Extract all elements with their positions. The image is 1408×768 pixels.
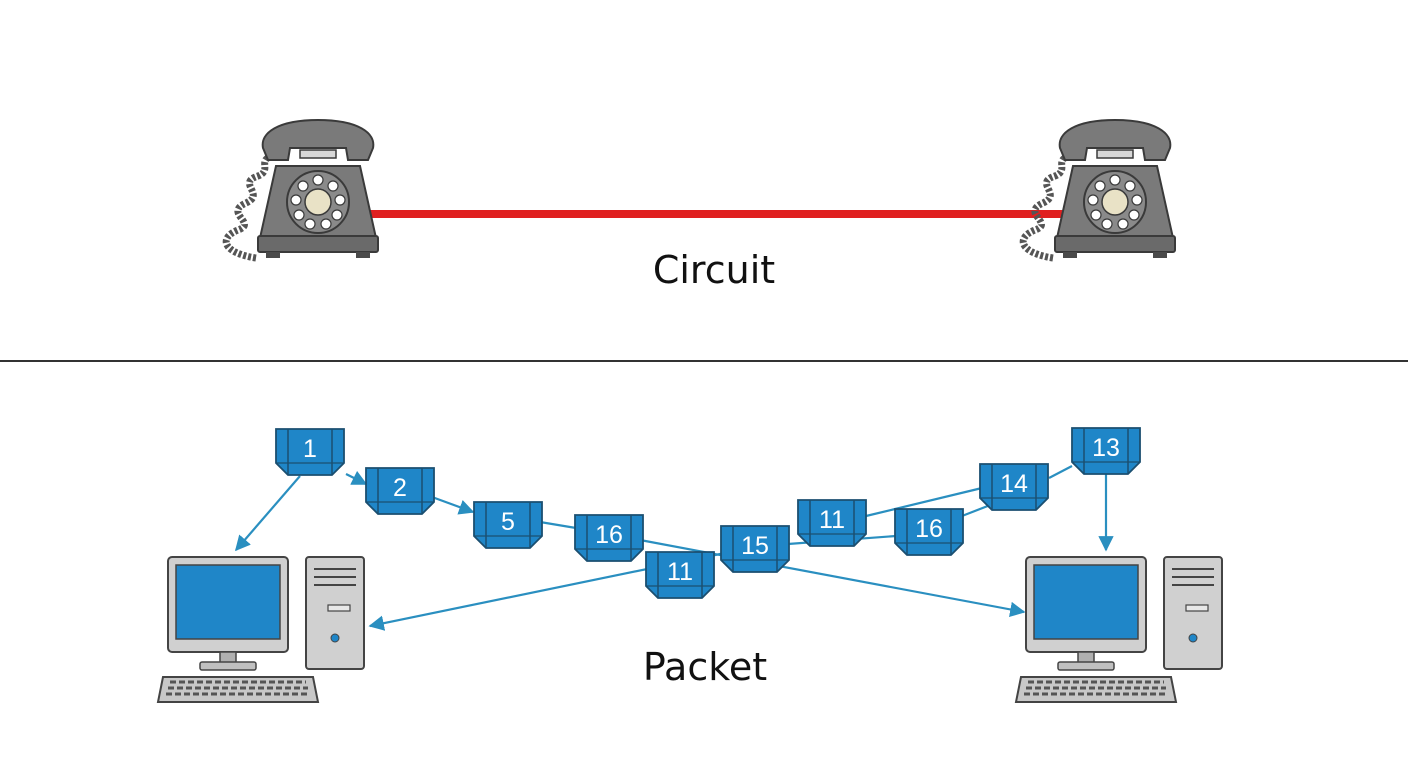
- packet-label: 13: [1092, 434, 1120, 462]
- packet-14: 14: [979, 463, 1049, 511]
- packet-label: 16: [915, 515, 943, 543]
- packet-13: 13: [1071, 427, 1141, 475]
- circuit-label: Circuit: [653, 248, 775, 292]
- packet-label: 2: [393, 474, 407, 502]
- path-arrow-1-to-2: [345, 470, 368, 485]
- path-arrow-1-to-left-pc: [234, 475, 301, 552]
- telephone-right-icon: [1023, 120, 1175, 258]
- packet-label-caption: Packet: [643, 645, 767, 689]
- path-13-to-14: [1048, 465, 1073, 479]
- packet-label: 11: [667, 558, 693, 586]
- packet-11: 11: [645, 551, 715, 599]
- packet-label: 14: [1000, 470, 1028, 498]
- path-5-to-16: [539, 520, 577, 530]
- packet-15: 15: [720, 525, 790, 573]
- packet-5: 5: [473, 501, 543, 549]
- path-arrow-2-to-5: [431, 495, 475, 515]
- packet-1: 1: [275, 428, 345, 476]
- computer-right-icon: [1014, 555, 1224, 704]
- computer-left-icon: [156, 555, 366, 704]
- packet-label: 5: [501, 508, 515, 536]
- packet-label: 1: [303, 435, 317, 463]
- packet-label: 11: [819, 506, 845, 534]
- packet-11: 11: [797, 499, 867, 547]
- packet-label: 16: [595, 521, 623, 549]
- path-14-to-11: [865, 486, 983, 518]
- packet-16: 16: [894, 508, 964, 556]
- packet-2: 2: [365, 467, 435, 515]
- packet-16: 16: [574, 514, 644, 562]
- packet-label: 15: [741, 532, 769, 560]
- telephone-left-icon: [226, 120, 378, 258]
